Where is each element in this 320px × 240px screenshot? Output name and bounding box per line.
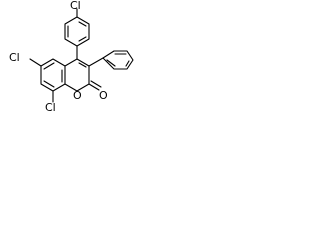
c2-carbonyl-bond-2 [90, 80, 102, 88]
chlorophenyl-inner-bonds [67, 21, 87, 42]
benzo-inner-bonds [43, 62, 63, 88]
bond-c3-to-phenyl [88, 57, 104, 67]
pyranone-ring [64, 58, 90, 92]
c3-c4-double-bond [78, 62, 87, 68]
oxygen-label-carbonyl: O [99, 89, 108, 102]
oxygen-label-ring: O [73, 89, 82, 102]
phenyl-ring [102, 50, 134, 70]
benzo-ring [40, 58, 66, 92]
phenyl-inner-bonds [106, 53, 130, 67]
c2-carbonyl-bond-1 [88, 83, 100, 91]
chlorine-label-bottom: Cl [45, 101, 56, 114]
chlorine-label-left: Cl [9, 51, 20, 64]
chlorophenyl-ring [64, 16, 90, 47]
chlorine-label-top: Cl [70, 0, 81, 12]
bond-to-c6-chlorine [29, 58, 42, 67]
molecule-structure: Cl Cl Cl O O [9, 0, 134, 114]
bond-lines [29, 8, 134, 103]
